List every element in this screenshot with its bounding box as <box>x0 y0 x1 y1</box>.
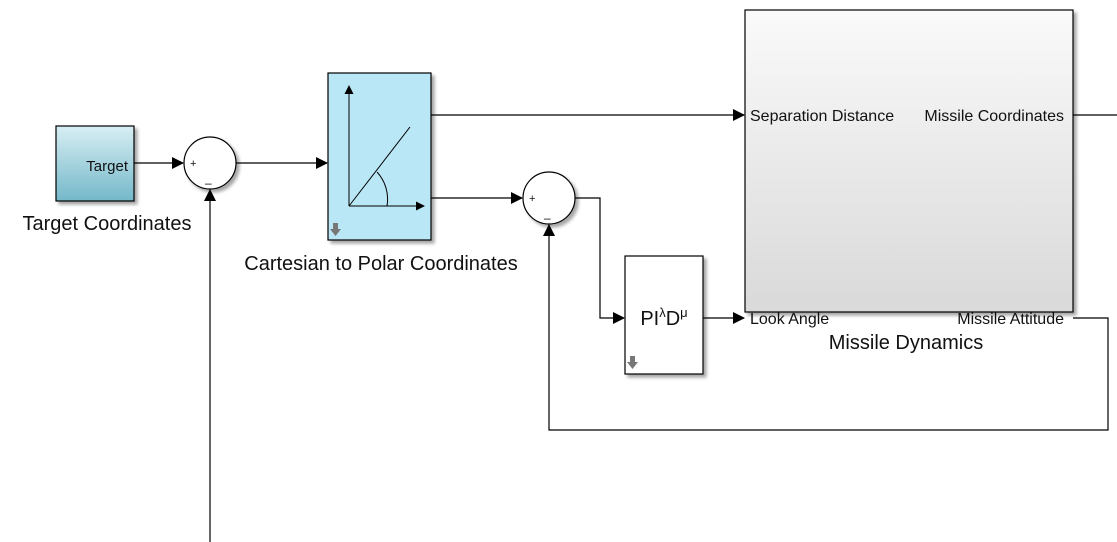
controller-lambda-text: λ <box>659 305 666 320</box>
missile-dynamics-block[interactable]: Separation Distance Look Angle Missile C… <box>744 9 1074 328</box>
fractional-pid-controller-block[interactable]: PIλDμ <box>624 255 704 375</box>
target-port-label: Target <box>86 158 129 175</box>
sum1-plus-sign: + <box>190 158 196 170</box>
sum-block-2[interactable]: + – <box>522 171 576 225</box>
controller-mu-text: μ <box>680 305 688 320</box>
controller-d-text: D <box>666 308 680 330</box>
input-port-separation-distance: Separation Distance <box>750 108 894 125</box>
output-port-missile-coordinates: Missile Coordinates <box>924 108 1064 125</box>
signal-sum2-to-controller <box>575 197 625 324</box>
polar-axes-icon <box>344 85 425 211</box>
mask-indicator-icon <box>627 356 638 369</box>
controller-label: PIλDμ <box>640 305 687 330</box>
sum1-minus-sign: – <box>205 176 212 190</box>
input-port-look-angle: Look Angle <box>750 311 829 328</box>
cart2polar-caption: Cartesian to Polar Coordinates <box>244 253 517 275</box>
missile-dynamics-caption: Missile Dynamics <box>829 332 983 354</box>
signal-attitude-feedback-to-sum2 <box>543 224 1109 431</box>
controller-pi-text: PI <box>640 308 659 330</box>
sum-block-1[interactable]: + – <box>183 136 237 190</box>
mask-indicator-icon <box>330 223 341 236</box>
sum2-plus-sign: + <box>529 193 535 205</box>
cartesian-to-polar-block[interactable] <box>327 72 432 241</box>
target-block[interactable]: Target <box>55 125 135 202</box>
target-block-caption: Target Coordinates <box>23 213 192 235</box>
output-port-missile-attitude: Missile Attitude <box>957 311 1064 328</box>
sum2-minus-sign: – <box>544 211 551 225</box>
